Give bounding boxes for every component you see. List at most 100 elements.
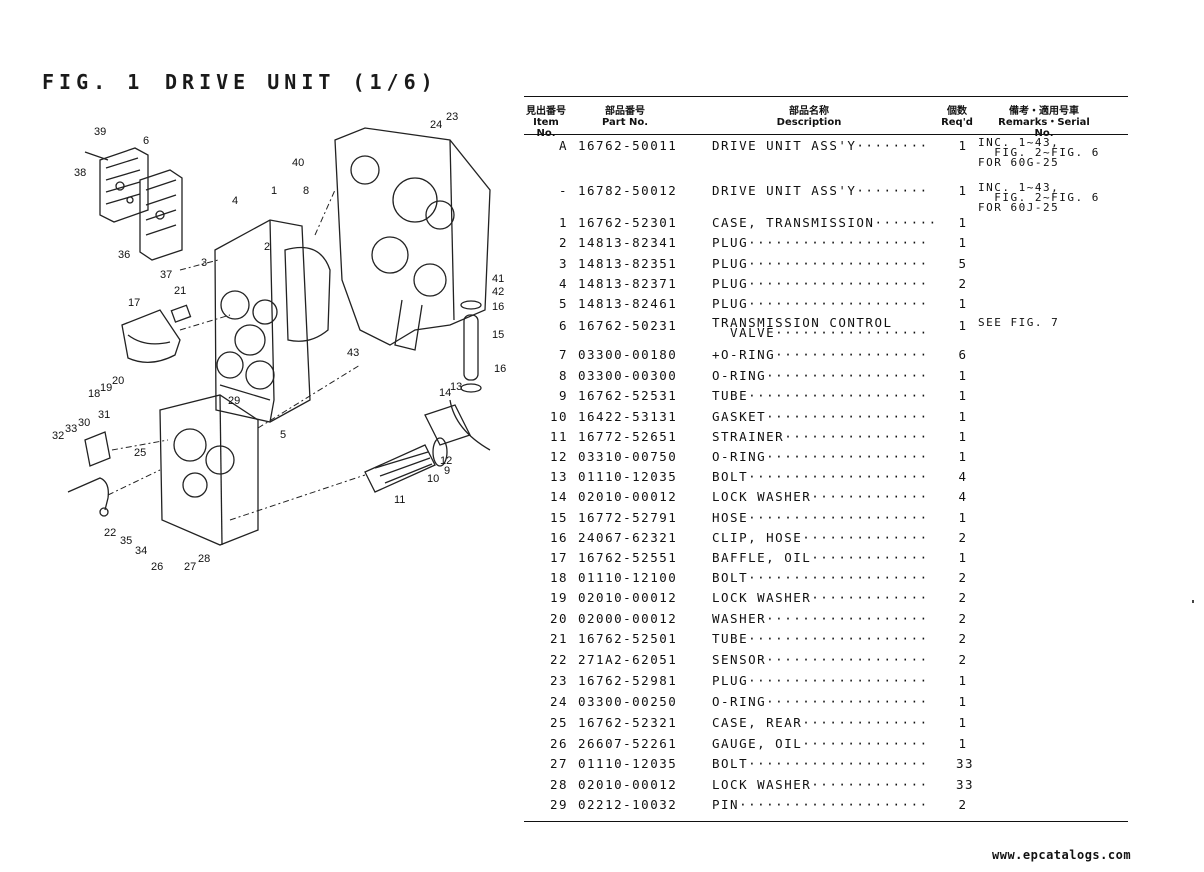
item-number: 6 — [558, 318, 568, 333]
part-number: 16762-52301 — [578, 215, 678, 230]
part-number: 16762-52551 — [578, 550, 678, 565]
quantity-required: 2 — [958, 530, 968, 545]
part-description: TUBE···················· — [712, 388, 929, 403]
transmission-case-drawing — [214, 219, 331, 423]
callout-11: 11 — [394, 494, 405, 506]
quantity-required: 1 — [958, 449, 968, 464]
header-qty-jp: 個数 — [947, 106, 967, 117]
quantity-required: 33 — [956, 777, 975, 792]
item-number: 24 — [549, 694, 568, 709]
part-number: 03300-00250 — [578, 694, 678, 709]
part-description: O-RING·················· — [712, 449, 929, 464]
figure-title: DRIVE UNIT (1/6) — [165, 70, 438, 94]
header-rem-en: Remarks・Serial No. — [998, 117, 1090, 139]
callout-21: 21 — [174, 285, 186, 297]
callout-39: 39 — [94, 126, 106, 138]
quantity-required: 2 — [958, 631, 968, 646]
part-number: 16762-52501 — [578, 631, 678, 646]
rear-case-drawing — [159, 394, 259, 546]
part-description: PIN····················· — [712, 797, 929, 812]
item-number: 19 — [549, 590, 568, 605]
quantity-required: 1 — [958, 715, 968, 730]
quantity-required: 1 — [958, 694, 968, 709]
table-top-rule — [524, 96, 1128, 97]
item-number: 17 — [549, 550, 568, 565]
part-description: TUBE···················· — [712, 631, 929, 646]
quantity-required: 2 — [958, 611, 968, 626]
part-number: 16782-50012 — [578, 183, 678, 198]
part-number: 16772-52651 — [578, 429, 678, 444]
quantity-required: 5 — [958, 256, 968, 271]
item-number: 7 — [558, 347, 568, 362]
item-number: - — [558, 183, 568, 198]
part-description: O-RING·················· — [712, 368, 929, 383]
callout-31: 31 — [98, 409, 110, 421]
callout-23: 23 — [446, 111, 458, 123]
part-description: PLUG···················· — [712, 256, 929, 271]
quantity-required: 1 — [958, 368, 968, 383]
item-number: 26 — [549, 736, 568, 751]
part-description: SENSOR·················· — [712, 652, 929, 667]
part-description: BOLT···················· — [712, 570, 929, 585]
item-number: 5 — [558, 296, 568, 311]
part-description: CASE, TRANSMISSION······· — [712, 215, 938, 230]
callout-43: 43 — [347, 347, 359, 359]
callout-19: 19 — [100, 382, 112, 394]
quantity-required: 2 — [958, 652, 968, 667]
item-number: 22 — [549, 652, 568, 667]
header-part-en: Part No. — [601, 117, 649, 128]
header-remarks: 備考・適用号車 Remarks・Serial No. — [988, 106, 1100, 139]
part-number: 14813-82351 — [578, 256, 678, 271]
quantity-required: 2 — [958, 590, 968, 605]
callout-20: 20 — [112, 375, 124, 387]
callout-36: 36 — [118, 249, 130, 261]
header-item-no: 見出番号 Item No. — [524, 106, 568, 139]
header-part-no: 部品番号 Part No. — [590, 106, 660, 128]
part-description: PLUG···················· — [712, 673, 929, 688]
part-description: CLIP, HOSE·············· — [712, 530, 929, 545]
part-number: 01110-12035 — [578, 756, 678, 771]
part-number: 03310-00750 — [578, 449, 678, 464]
cover-drawing — [334, 127, 491, 351]
quantity-required: 1 — [958, 318, 968, 333]
control-valve-drawing — [84, 147, 183, 261]
quantity-required: 1 — [958, 296, 968, 311]
callout-14: 14 — [439, 387, 451, 399]
part-number: 16772-52791 — [578, 510, 678, 525]
part-number: 16762-50231 — [578, 318, 678, 333]
item-number: 9 — [558, 388, 568, 403]
callout-9: 9 — [444, 465, 450, 477]
item-number: 13 — [549, 469, 568, 484]
item-number: 29 — [549, 797, 568, 812]
part-description: LOCK WASHER············· — [712, 777, 929, 792]
header-qty-en: Req'd — [941, 117, 973, 128]
part-number: 02010-00012 — [578, 590, 678, 605]
callout-15: 15 — [492, 329, 504, 341]
callout-34: 34 — [135, 545, 147, 557]
callout-41: 41 — [492, 273, 504, 285]
quantity-required: 6 — [958, 347, 968, 362]
callout-16b: 16 — [494, 363, 506, 375]
part-description: BAFFLE, OIL············· — [712, 550, 929, 565]
table-bottom-rule — [524, 821, 1128, 822]
header-description: 部品名称 Description — [764, 106, 854, 128]
callout-24: 24 — [430, 119, 442, 131]
item-number: 25 — [549, 715, 568, 730]
part-number: 16762-52981 — [578, 673, 678, 688]
remarks: INC. 1~43, FIG. 2~FIG. 6 FOR 60J-25 — [978, 181, 1100, 214]
part-description: LOCK WASHER············· — [712, 489, 929, 504]
part-number: 02010-00012 — [578, 489, 678, 504]
